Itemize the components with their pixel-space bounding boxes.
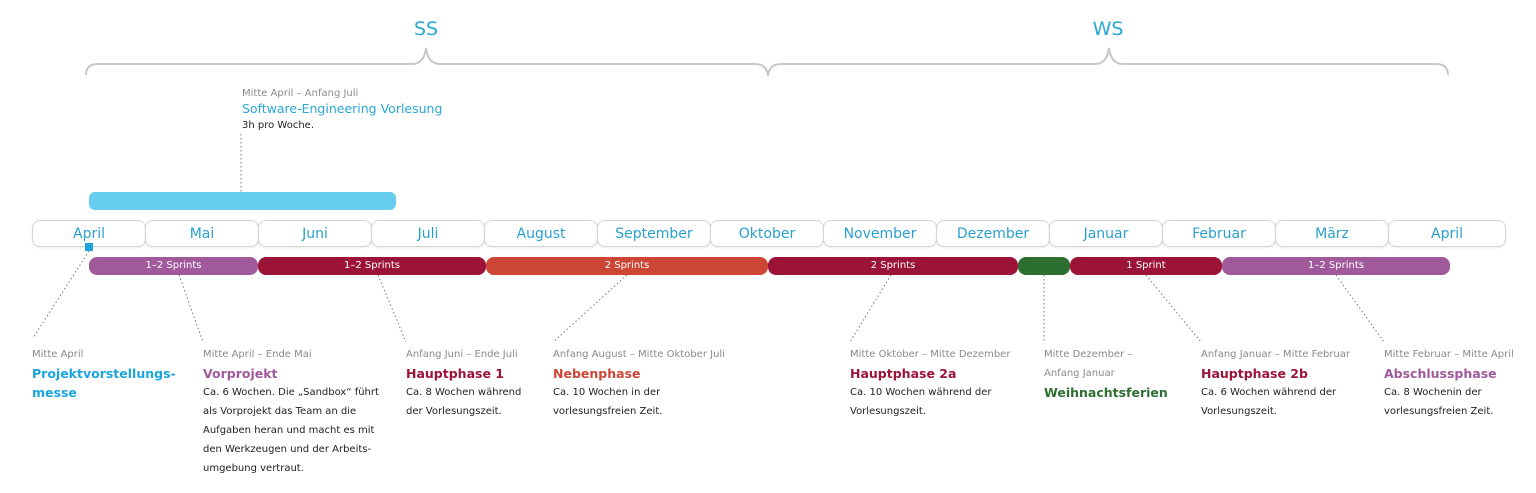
month-februar: Februar bbox=[1162, 220, 1276, 247]
month-november: November bbox=[823, 220, 937, 247]
block-date: Mitte April – Ende Mai bbox=[203, 349, 312, 360]
phase-hauptphase-2b: 1 Sprint bbox=[1070, 257, 1222, 275]
phase-hauptphase-1: 1–2 Sprints bbox=[258, 257, 486, 275]
lecture-title: Software-Engineering Vorlesung bbox=[242, 101, 443, 116]
semester-label-ss: SS bbox=[413, 18, 439, 40]
month-oktober: Oktober bbox=[710, 220, 824, 247]
month-juli: Juli bbox=[371, 220, 485, 247]
block-date: Anfang Januar – Mitte Februar bbox=[1201, 349, 1351, 360]
month-mai: Mai bbox=[145, 220, 259, 247]
block-desc: Ca. 6 Wochen während der Vorlesungszeit. bbox=[1201, 387, 1337, 417]
block-desc: Ca. 10 Wochen während der Vorlesungszeit… bbox=[850, 387, 992, 417]
phase-abschlussphase: 1–2 Sprints bbox=[1222, 257, 1450, 275]
month-maerz: März bbox=[1275, 220, 1389, 247]
block-desc: Ca. 8 Wochenin der vorlesungsfreien Zeit… bbox=[1384, 387, 1494, 417]
block-title: Hauptphase 2b bbox=[1201, 366, 1308, 381]
month-april-end: April bbox=[1388, 220, 1506, 247]
ws-brace bbox=[767, 47, 1449, 77]
block-title: Abschlussphase bbox=[1384, 366, 1497, 381]
block-desc: Ca. 10 Wochen in der vorlesungsfreien Ze… bbox=[553, 387, 663, 417]
leader-hauptphase1 bbox=[377, 274, 407, 343]
block-title: Hauptphase 1 bbox=[406, 366, 504, 381]
leader-nebenphase bbox=[552, 274, 628, 343]
block-date: Mitte Februar – Mitte April bbox=[1384, 349, 1514, 360]
phase-vorprojekt: 1–2 Sprints bbox=[89, 257, 258, 275]
block-projektvorstellungsmesse: Mitte April Projektvorstellungs- messe bbox=[32, 345, 176, 402]
month-juni: Juni bbox=[258, 220, 372, 247]
block-title: Weihnachtsferien bbox=[1044, 385, 1168, 400]
block-abschlussphase: Mitte Februar – Mitte April Abschlusspha… bbox=[1384, 345, 1534, 421]
block-weihnachtsferien: Mitte Dezember – Anfang Januar Weihnacht… bbox=[1044, 345, 1184, 402]
block-title: Projektvorstellungs- messe bbox=[32, 366, 176, 400]
phase-hauptphase-2a: 2 Sprints bbox=[768, 257, 1018, 275]
month-dezember: Dezember bbox=[936, 220, 1050, 247]
lecture-desc: 3h pro Woche. bbox=[242, 120, 315, 131]
block-hauptphase-1: Anfang Juni – Ende Juli Hauptphase 1 Ca.… bbox=[406, 345, 546, 421]
block-nebenphase: Anfang August – Mitte Oktober Juli Neben… bbox=[553, 345, 743, 421]
ss-brace bbox=[85, 47, 769, 77]
leader-messe bbox=[32, 250, 90, 339]
month-januar: Januar bbox=[1049, 220, 1163, 247]
block-date: Mitte Oktober – Mitte Dezember bbox=[850, 349, 1011, 360]
semester-label-ws: WS bbox=[1092, 18, 1124, 40]
block-hauptphase-2b: Anfang Januar – Mitte Februar Hauptphase… bbox=[1201, 345, 1371, 421]
block-date: Anfang Juni – Ende Juli bbox=[406, 349, 518, 360]
block-date: Anfang August – Mitte Oktober Juli bbox=[553, 349, 725, 360]
block-title: Vorprojekt bbox=[203, 366, 278, 381]
lecture-date: Mitte April – Anfang Juli bbox=[242, 88, 359, 99]
block-date: Mitte Dezember – Anfang Januar bbox=[1044, 349, 1133, 379]
block-desc: Ca. 6 Wochen. Die „Sandbox“ führt als Vo… bbox=[203, 387, 379, 474]
block-hauptphase-2a: Mitte Oktober – Mitte Dezember Hauptphas… bbox=[850, 345, 1030, 421]
block-desc: Ca. 8 Wochen während der Vorlesungszeit. bbox=[406, 387, 522, 417]
block-date: Mitte April bbox=[32, 349, 84, 360]
lecture-bar bbox=[89, 192, 396, 210]
month-september: September bbox=[597, 220, 711, 247]
phase-weihnachtsferien bbox=[1018, 257, 1070, 275]
month-august: August bbox=[484, 220, 598, 247]
block-vorprojekt: Mitte April – Ende Mai Vorprojekt Ca. 6 … bbox=[203, 345, 388, 478]
leader-hauptphase2a bbox=[849, 274, 892, 343]
leader-abschluss bbox=[1335, 274, 1385, 343]
block-title: Nebenphase bbox=[553, 366, 641, 381]
block-title: Hauptphase 2a bbox=[850, 366, 957, 381]
leader-vorprojekt bbox=[178, 274, 204, 343]
leader-hauptphase2b bbox=[1145, 274, 1202, 343]
phase-nebenphase: 2 Sprints bbox=[486, 257, 768, 275]
start-marker bbox=[85, 243, 93, 251]
